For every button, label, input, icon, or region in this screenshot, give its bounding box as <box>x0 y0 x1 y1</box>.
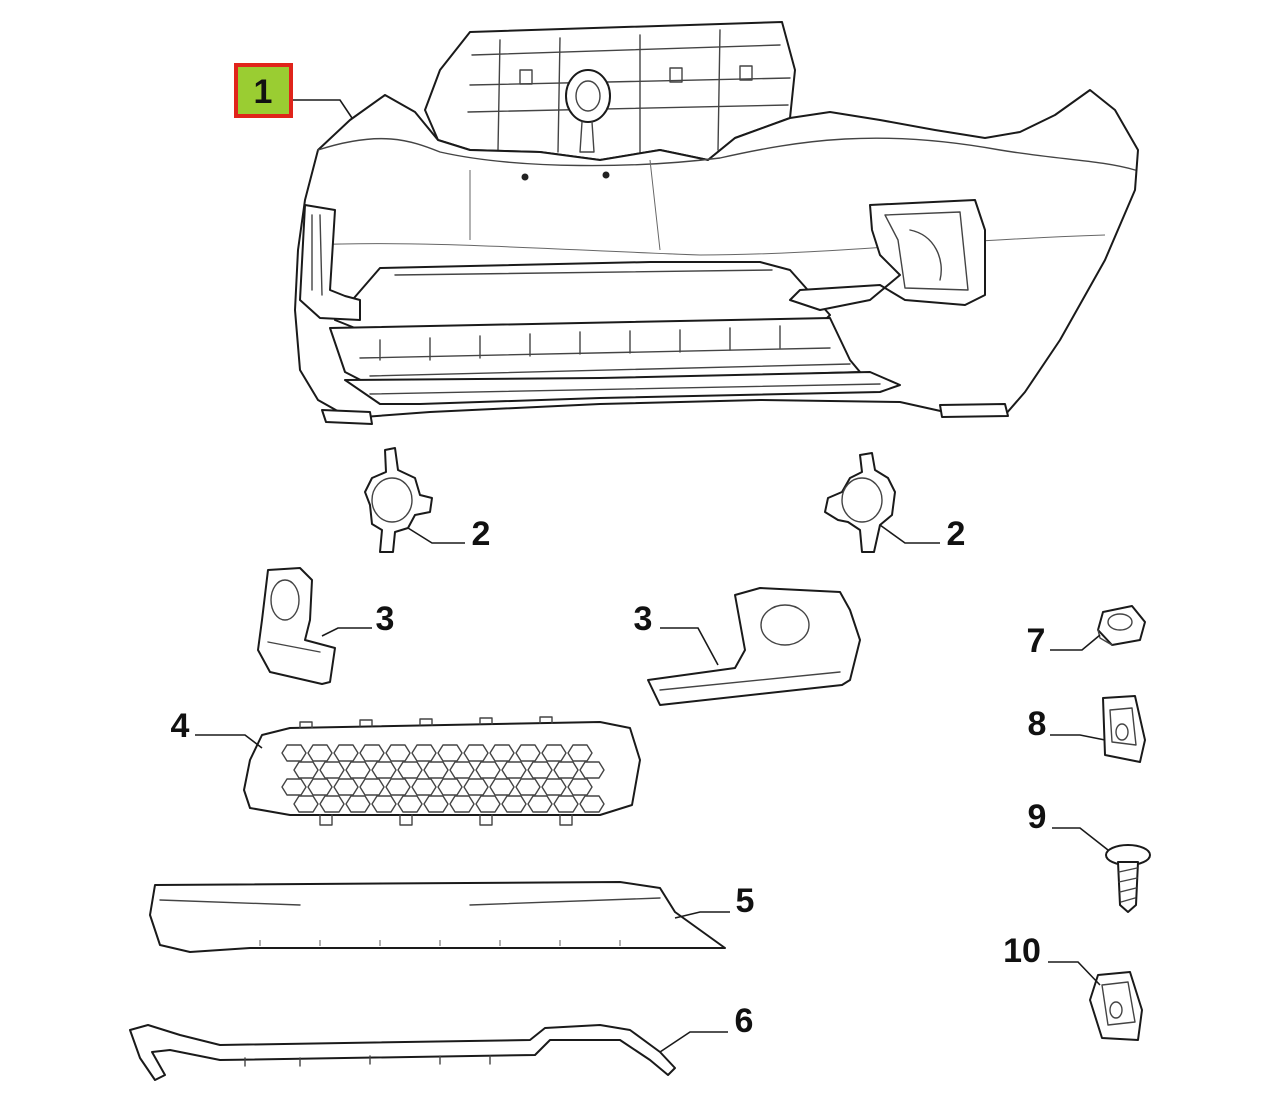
part-2-right-fog-bracket[interactable] <box>824 452 896 553</box>
part-10-clip-nut[interactable] <box>1089 971 1143 1041</box>
part-8-speed-clip[interactable] <box>1102 695 1146 763</box>
callout-2-left[interactable]: 2 <box>407 515 491 553</box>
grille-cell <box>397 795 423 813</box>
grille-cell <box>423 761 449 779</box>
callout-9-label: 9 <box>1028 798 1047 836</box>
grille-cell <box>541 744 567 762</box>
grille-cell <box>359 744 385 762</box>
grille-cell <box>411 744 437 762</box>
part-9-screw[interactable] <box>1105 844 1151 913</box>
grille-cell <box>345 761 371 779</box>
grille-cell <box>307 778 333 796</box>
callout-5-label: 5 <box>736 882 755 920</box>
grille-cell <box>319 795 345 813</box>
callout-2-right[interactable]: 2 <box>879 515 966 553</box>
callout-1-label: 1 <box>254 73 273 111</box>
grille-cell <box>293 795 319 813</box>
callout-1[interactable]: 1 <box>234 63 353 119</box>
grille-cell <box>345 795 371 813</box>
callout-8[interactable]: 8 <box>1028 705 1106 743</box>
callout-3-right-label: 3 <box>634 600 653 638</box>
part-6-lower-trim-strip[interactable] <box>129 1024 676 1081</box>
grille-cell <box>411 778 437 796</box>
grille-cell <box>397 761 423 779</box>
grille-cell <box>385 778 411 796</box>
grille-cell <box>333 778 359 796</box>
grille-cell <box>579 761 605 779</box>
grille-cell <box>307 744 333 762</box>
grille-cell <box>501 761 527 779</box>
grille-honeycomb-pattern <box>281 744 605 813</box>
grille-cell <box>515 744 541 762</box>
callout-4-label: 4 <box>171 707 190 745</box>
callout-9[interactable]: 9 <box>1028 798 1109 851</box>
callout-7[interactable]: 7 <box>1027 622 1101 660</box>
grille-cell <box>293 761 319 779</box>
part-7-hex-nut[interactable] <box>1097 605 1146 646</box>
grille-cell <box>489 778 515 796</box>
grille-cell <box>553 795 579 813</box>
callout-10-label: 10 <box>1003 932 1041 970</box>
callout-2-left-label: 2 <box>472 515 491 553</box>
grille-cell <box>437 744 463 762</box>
grille-cell <box>527 761 553 779</box>
grille-cell <box>541 778 567 796</box>
grille-cell <box>489 744 515 762</box>
grille-cell <box>463 778 489 796</box>
grille-cell <box>319 761 345 779</box>
grille-cell <box>475 795 501 813</box>
part-1-front-bumper[interactable] <box>294 21 1139 425</box>
callout-3-left[interactable]: 3 <box>321 600 395 638</box>
grille-cell <box>281 744 307 762</box>
callout-2-right-label: 2 <box>947 515 966 553</box>
grille-cell <box>501 795 527 813</box>
callout-3-left-label: 3 <box>376 600 395 638</box>
grille-cell <box>371 795 397 813</box>
grille-cell <box>553 761 579 779</box>
callout-4[interactable]: 4 <box>171 707 263 749</box>
grille-cell <box>281 778 307 796</box>
part-4-lower-grille[interactable] <box>243 716 641 826</box>
grille-cell <box>567 744 593 762</box>
grille-cell <box>579 795 605 813</box>
grille-cell <box>449 761 475 779</box>
callout-5[interactable]: 5 <box>674 882 755 920</box>
callout-6[interactable]: 6 <box>659 1002 754 1053</box>
grille-cell <box>515 778 541 796</box>
callout-8-label: 8 <box>1028 705 1047 743</box>
grille-cell <box>385 744 411 762</box>
part-3-left-bezel[interactable] <box>257 567 336 685</box>
grille-cell <box>359 778 385 796</box>
grille-cell <box>463 744 489 762</box>
part-2-left-fog-bracket[interactable] <box>364 447 433 553</box>
grille-cell <box>333 744 359 762</box>
callout-3-right[interactable]: 3 <box>634 600 719 666</box>
grille-cell <box>437 778 463 796</box>
grille-cell <box>423 795 449 813</box>
part-3-right-bezel[interactable] <box>647 587 861 706</box>
callout-6-label: 6 <box>735 1002 754 1040</box>
grille-cell <box>449 795 475 813</box>
callout-7-label: 7 <box>1027 622 1046 660</box>
callout-10[interactable]: 10 <box>1003 932 1101 986</box>
grille-cell <box>567 778 593 796</box>
callout-1-highlight-box <box>234 63 293 118</box>
grille-cell <box>475 761 501 779</box>
grille-cell <box>527 795 553 813</box>
part-5-spoiler-trim[interactable] <box>149 881 726 953</box>
grille-cell <box>371 761 397 779</box>
